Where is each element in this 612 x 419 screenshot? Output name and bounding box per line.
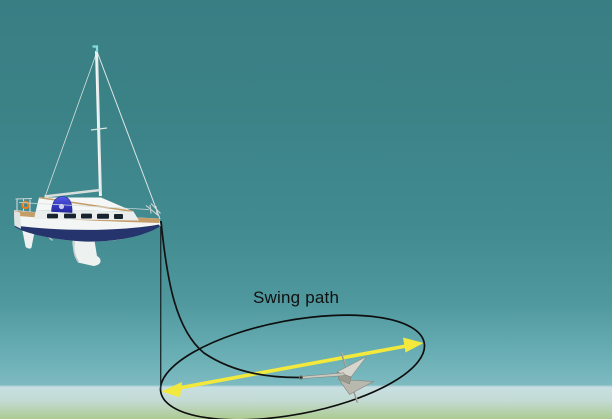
anchor-icon: [298, 351, 375, 403]
anchor-shank: [301, 372, 345, 379]
keel-fin: [72, 236, 101, 266]
cabin-windows: [47, 213, 123, 219]
arrowhead-left: [161, 382, 182, 398]
mast-highlight: [95, 50, 101, 197]
swing-path-ellipse: [159, 314, 426, 419]
cabin-window: [64, 213, 76, 219]
anchor-shackle: [298, 375, 304, 380]
cabin-window: [114, 214, 123, 219]
arrowhead-right: [403, 337, 424, 353]
hull-waterline-band: [15, 224, 160, 242]
forestay-line: [96, 51, 161, 220]
boom: [44, 188, 101, 198]
cabin-window: [97, 213, 109, 219]
mast: [95, 50, 102, 197]
sailboat-illustration: [14, 45, 161, 266]
swing-diameter-arrow: [161, 337, 424, 398]
bow-pulpit: [145, 203, 161, 217]
life-ring: [21, 200, 30, 210]
transom-shade: [14, 211, 21, 229]
backstay-line: [45, 51, 98, 196]
lifeline: [18, 202, 150, 210]
swing-path-label: Swing path: [253, 288, 340, 307]
cabin-window: [81, 213, 92, 219]
cabin-window: [47, 213, 58, 219]
spreader: [90, 127, 108, 131]
rode-catenary-line: [160, 220, 303, 379]
masthead-cap: [92, 45, 99, 52]
